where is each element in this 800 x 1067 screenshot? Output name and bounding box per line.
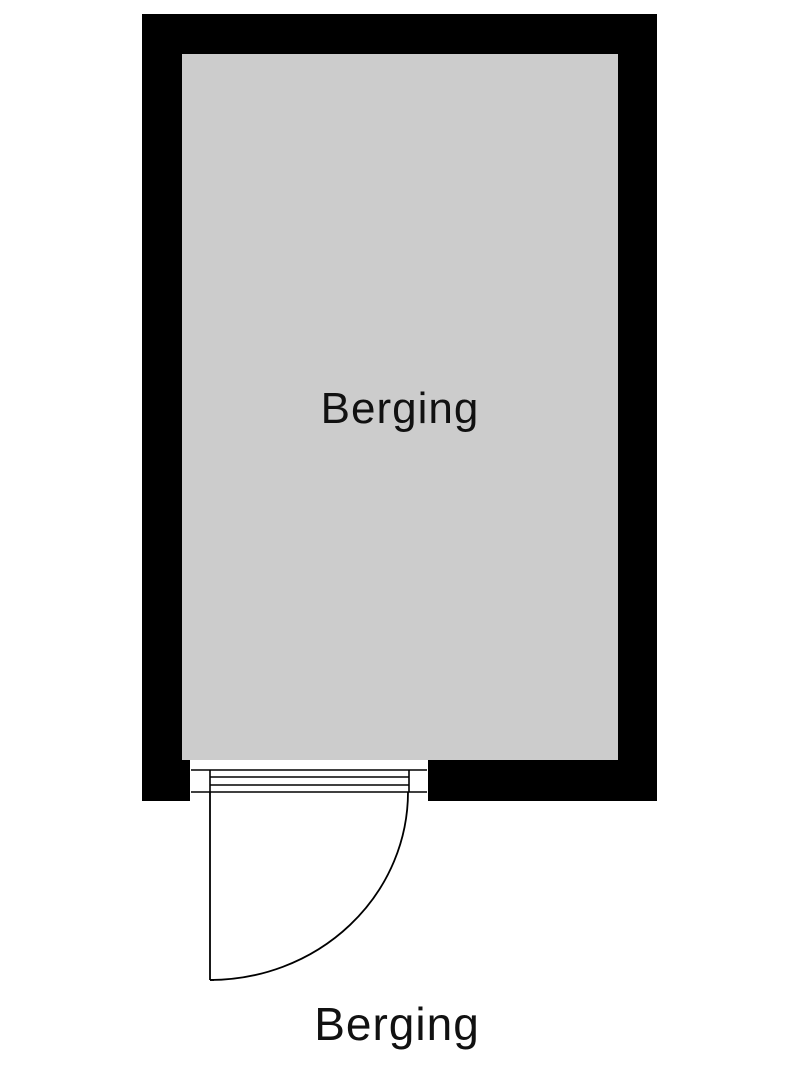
walls — [142, 14, 657, 801]
door-frame — [191, 769, 427, 793]
door[interactable] — [209, 791, 409, 981]
floorplan-caption: Berging — [314, 998, 480, 1050]
wall-bottom-right — [428, 760, 657, 801]
door-swing-arc — [209, 791, 409, 981]
wall-top — [142, 14, 657, 54]
wall-left — [142, 14, 182, 801]
wall-right — [618, 14, 657, 801]
room-berging-floor[interactable] — [182, 54, 618, 760]
wall-bottom-left-stub — [142, 760, 190, 801]
room-label-berging: Berging — [320, 384, 480, 433]
